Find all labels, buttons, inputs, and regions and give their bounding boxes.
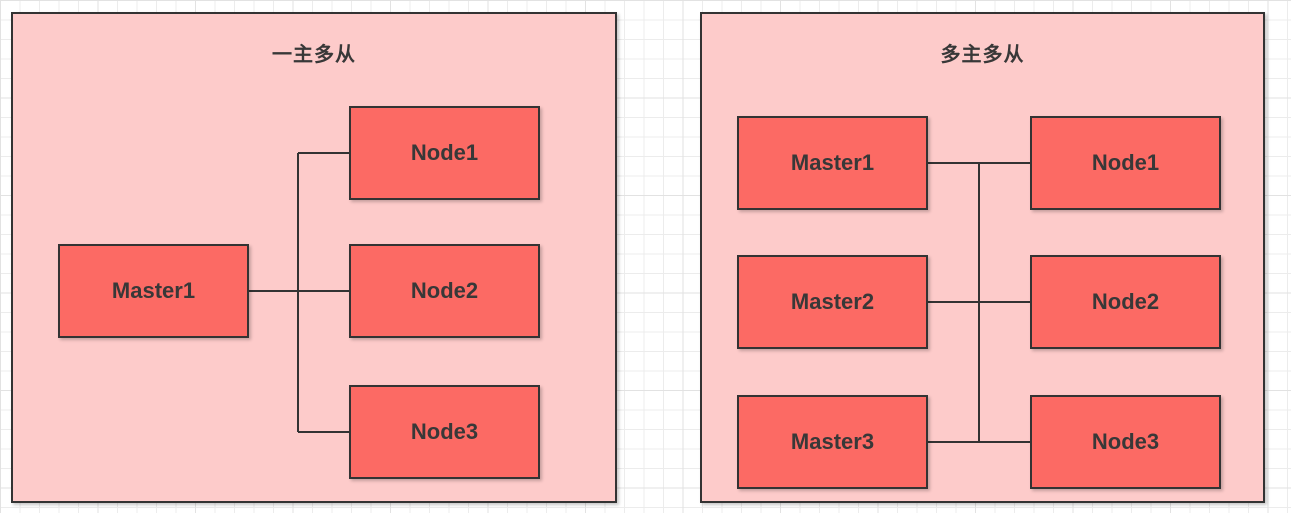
node-node2-left[interactable]: Node2 xyxy=(349,244,540,338)
edge-master1-node3 xyxy=(298,431,349,433)
node-node1-left[interactable]: Node1 xyxy=(349,106,540,200)
node-node1-right[interactable]: Node1 xyxy=(1030,116,1221,210)
group-title-right: 多主多从 xyxy=(940,44,1025,66)
node-master2-right[interactable]: Master2 xyxy=(737,255,928,349)
edge-master1-node1 xyxy=(298,152,349,154)
node-master3-right[interactable]: Master3 xyxy=(737,395,928,489)
edge-trunk-left xyxy=(297,153,299,432)
node-node3-right[interactable]: Node3 xyxy=(1030,395,1221,489)
node-master1-left[interactable]: Master1 xyxy=(58,244,249,338)
edge-master1-node1-right xyxy=(928,162,1030,164)
node-master1-right[interactable]: Master1 xyxy=(737,116,928,210)
edge-master1-node2 xyxy=(249,290,349,292)
edge-master2-node2-right xyxy=(928,301,1030,303)
node-node2-right[interactable]: Node2 xyxy=(1030,255,1221,349)
group-one-master-multi-slave[interactable]: 一主多从 Master1 Node1 Node2 Node3 xyxy=(11,12,617,503)
edge-master3-node3-right xyxy=(928,441,1030,443)
group-multi-master-multi-slave[interactable]: 多主多从 Master1 Master2 Master3 Node1 Node2… xyxy=(700,12,1265,503)
node-node3-left[interactable]: Node3 xyxy=(349,385,540,479)
group-title-left: 一主多从 xyxy=(272,44,356,66)
